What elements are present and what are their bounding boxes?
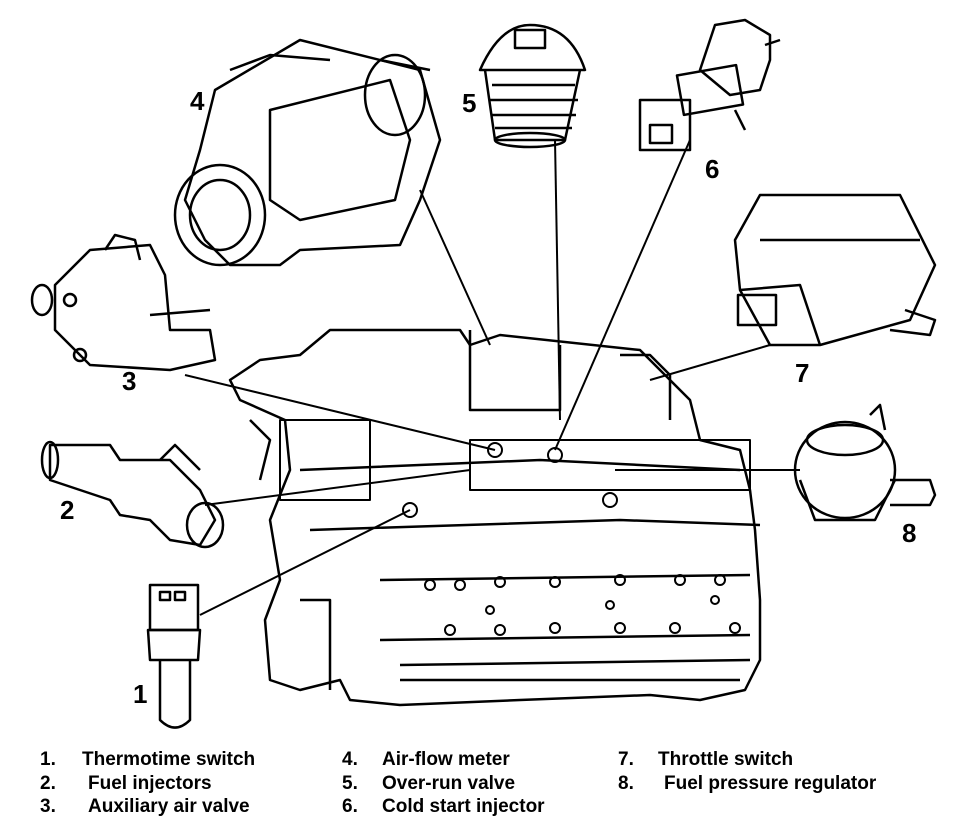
legend-label: Air-flow meter xyxy=(382,749,510,770)
legend-item: 4. Air-flow meter xyxy=(342,749,545,773)
legend-label: Cold start injector xyxy=(382,796,545,817)
air-flow-meter-drawing xyxy=(173,38,442,267)
legend-label: Auxiliary air valve xyxy=(88,796,250,817)
legend-number: 7. xyxy=(618,749,634,770)
callout-6: 6 xyxy=(705,154,720,184)
callout-2: 2 xyxy=(60,495,75,525)
legend-item: 2. Fuel injectors xyxy=(40,773,255,797)
callout-3: 3 xyxy=(122,366,137,396)
legend: 1. Thermotime switch 2. Fuel injectors 3… xyxy=(0,745,960,822)
legend-number: 8. xyxy=(618,772,634,794)
callout-5: 5 xyxy=(462,88,477,118)
legend-number: 3. xyxy=(40,796,56,817)
legend-label: Thermotime switch xyxy=(82,749,256,770)
callout-7: 7 xyxy=(795,358,810,388)
auxiliary-air-valve-drawing xyxy=(30,233,217,372)
callout-4: 4 xyxy=(190,86,205,116)
legend-number: 2. xyxy=(40,772,56,794)
callout-8: 8 xyxy=(902,518,917,548)
legend-number: 1. xyxy=(40,749,56,770)
fuel-injector-drawing xyxy=(40,440,225,549)
legend-column-3: 7. Throttle switch 8. Fuel pressure regu… xyxy=(618,749,876,796)
over-run-valve-drawing xyxy=(478,23,587,149)
legend-number: 4. xyxy=(342,749,358,770)
legend-number: 5. xyxy=(342,772,358,794)
engine-block xyxy=(228,328,762,707)
legend-number: 6. xyxy=(342,796,358,817)
thermotime-switch-drawing xyxy=(146,583,202,729)
legend-label: Over-run valve xyxy=(382,772,516,794)
fuel-pressure-regulator-drawing xyxy=(793,403,937,522)
legend-column-2: 4. Air-flow meter 5. Over-run valve 6. C… xyxy=(342,749,545,820)
leader-lines xyxy=(184,139,800,616)
legend-item: 8. Fuel pressure regulator xyxy=(618,773,876,797)
legend-item: 6. Cold start injector xyxy=(342,796,545,820)
legend-item: 3. Auxiliary air valve xyxy=(40,796,255,820)
legend-label: Throttle switch xyxy=(658,749,794,770)
legend-column-1: 1. Thermotime switch 2. Fuel injectors 3… xyxy=(40,749,255,820)
cold-start-injector-drawing xyxy=(638,18,781,152)
engine-components-diagram xyxy=(30,18,937,729)
legend-item: 1. Thermotime switch xyxy=(40,749,255,773)
throttle-switch-drawing xyxy=(733,193,937,347)
callout-1: 1 xyxy=(133,679,148,709)
legend-item: 7. Throttle switch xyxy=(618,749,876,773)
legend-label: Fuel injectors xyxy=(88,772,212,794)
legend-label: Fuel pressure regulator xyxy=(664,772,877,794)
legend-item: 5. Over-run valve xyxy=(342,773,545,797)
